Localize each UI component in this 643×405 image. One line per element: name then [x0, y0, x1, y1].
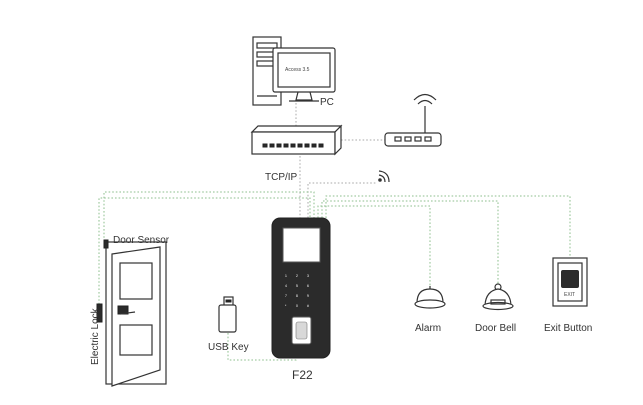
device-keypad: 1 2 3 4 5 6 7 8 9 * 0 # — [285, 274, 309, 308]
key-star: * — [285, 304, 287, 308]
key-hash: # — [307, 304, 309, 308]
alarm-icon — [414, 286, 446, 309]
network-switch-icon — [250, 124, 343, 156]
pc-label: PC — [320, 97, 334, 108]
door-sensor-label: Door Sensor — [113, 235, 170, 246]
exit-button-label: Exit Button — [544, 323, 592, 334]
key-0: 0 — [296, 304, 298, 308]
electric-lock-wire — [98, 197, 311, 308]
key-1: 1 — [285, 274, 287, 278]
wireless-signal-icon — [378, 170, 390, 183]
switch-ports — [262, 143, 324, 148]
tcp-ip-label: TCP/IP — [265, 172, 298, 183]
device-screen — [282, 227, 321, 263]
alarm-label: Alarm — [415, 323, 441, 334]
door-sensor-wire — [103, 191, 315, 245]
exit-plate-text: EXIT — [564, 292, 575, 298]
monitor-icon: Access 3.5 — [272, 47, 336, 102]
key-4: 4 — [285, 284, 287, 288]
pc-screen-text: Access 3.5 — [285, 67, 310, 73]
key-8: 8 — [296, 294, 298, 298]
alarm-wire — [317, 205, 431, 288]
usb-key-label: USB Key — [208, 342, 249, 353]
exit-button-wire — [325, 195, 571, 258]
exit-button-icon: EXIT — [552, 257, 588, 307]
key-7: 7 — [285, 294, 287, 298]
electric-lock-label: Electric Lock — [90, 307, 101, 365]
door-bell-wire — [321, 200, 499, 286]
key-2: 2 — [296, 274, 298, 278]
key-9: 9 — [307, 294, 309, 298]
door-icon — [96, 239, 167, 387]
device-label: F22 — [292, 368, 313, 382]
usb-key-icon — [218, 296, 237, 333]
pc: Access 3.5 PC — [252, 36, 336, 108]
wireless-to-device-link — [307, 182, 377, 218]
wifi-router-icon — [384, 93, 442, 147]
door-bell-icon — [482, 283, 514, 311]
key-6: 6 — [307, 284, 309, 288]
f22-device: 1 2 3 4 5 6 7 8 9 * 0 # — [271, 217, 331, 359]
key-3: 3 — [307, 274, 309, 278]
key-5: 5 — [296, 284, 298, 288]
door-bell-label: Door Bell — [475, 323, 516, 334]
